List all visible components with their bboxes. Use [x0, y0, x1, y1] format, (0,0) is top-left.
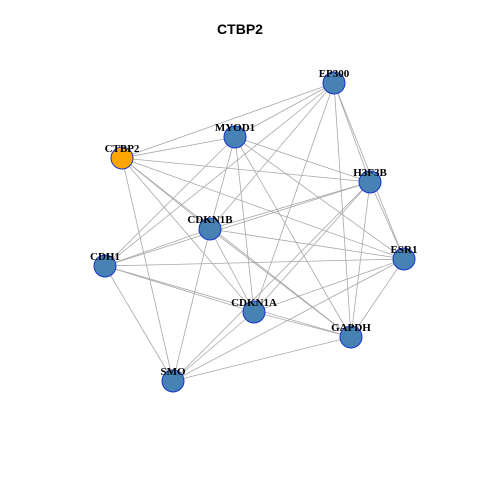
edge-myod1-ctbp2: [121, 136, 236, 159]
node-label-myod1: MYOD1: [215, 122, 255, 134]
edge-ep300-h3f3b: [333, 82, 371, 183]
edge-ep300-cdkn1a: [253, 82, 335, 313]
edge-ep300-myod1: [234, 82, 335, 138]
node-h3f3b[interactable]: [358, 170, 382, 194]
graph-title: CTBP2: [217, 21, 263, 37]
node-label-smo: SMO: [160, 366, 186, 378]
node-esr1[interactable]: [392, 247, 416, 271]
edge-esr1-cdkn1a: [253, 258, 405, 313]
edge-gapdh-smo: [172, 336, 352, 382]
edge-ep300-ctbp2: [121, 82, 335, 159]
node-ep300[interactable]: [322, 71, 346, 95]
edge-ctbp2-smo: [121, 157, 174, 382]
edge-myod1-cdkn1a: [234, 136, 255, 313]
node-ctbp2[interactable]: [110, 146, 134, 170]
node-smo[interactable]: [161, 369, 185, 393]
edge-esr1-smo: [172, 258, 405, 382]
edge-myod1-gapdh: [234, 136, 352, 338]
edge-h3f3b-cdkn1a: [253, 181, 371, 313]
edge-layer: [104, 82, 405, 382]
node-label-cdkn1b: CDKN1B: [187, 214, 233, 226]
node-label-cdh1: CDH1: [90, 251, 120, 263]
edge-myod1-h3f3b: [234, 136, 371, 183]
edge-cdh1-esr1: [104, 258, 405, 267]
edge-myod1-cdkn1b: [209, 136, 236, 230]
edge-ctbp2-h3f3b: [121, 157, 371, 183]
node-label-ep300: EP300: [319, 68, 350, 80]
node-label-esr1: ESR1: [391, 244, 418, 256]
node-label-ctbp2: CTBP2: [105, 143, 140, 155]
edge-cdkn1b-smo: [172, 228, 211, 382]
edge-cdkn1b-cdh1: [104, 228, 211, 267]
node-label-gapdh: GAPDH: [331, 322, 371, 334]
edge-ep300-cdh1: [104, 82, 335, 267]
node-label-cdkn1a: CDKN1A: [231, 297, 277, 309]
node-cdkn1b[interactable]: [198, 217, 222, 241]
edge-h3f3b-smo: [172, 181, 371, 382]
edge-h3f3b-esr1: [369, 181, 405, 260]
edge-h3f3b-cdh1: [104, 181, 371, 267]
node-gapdh[interactable]: [339, 325, 363, 349]
edge-cdkn1a-smo: [172, 311, 255, 382]
edge-ctbp2-esr1: [121, 157, 405, 260]
node-cdh1[interactable]: [93, 254, 117, 278]
edge-ctbp2-cdkn1a: [121, 157, 255, 313]
edge-cdh1-cdkn1a: [104, 265, 255, 313]
edge-cdkn1b-cdkn1a: [209, 228, 255, 313]
edge-ep300-cdkn1b: [209, 82, 335, 230]
edge-myod1-cdh1: [104, 136, 236, 267]
edge-cdh1-gapdh: [104, 265, 352, 338]
edge-h3f3b-gapdh: [350, 181, 371, 338]
node-label-h3f3b: H3F3B: [353, 167, 387, 179]
edge-cdkn1b-esr1: [209, 228, 405, 260]
edge-cdh1-smo: [104, 265, 174, 382]
node-myod1[interactable]: [223, 125, 247, 149]
edge-cdkn1a-gapdh: [253, 311, 352, 338]
node-layer: [93, 71, 416, 393]
edge-cdkn1b-gapdh: [209, 228, 352, 338]
edge-esr1-gapdh: [350, 258, 405, 338]
edge-h3f3b-cdkn1b: [209, 181, 371, 230]
node-cdkn1a[interactable]: [242, 300, 266, 324]
